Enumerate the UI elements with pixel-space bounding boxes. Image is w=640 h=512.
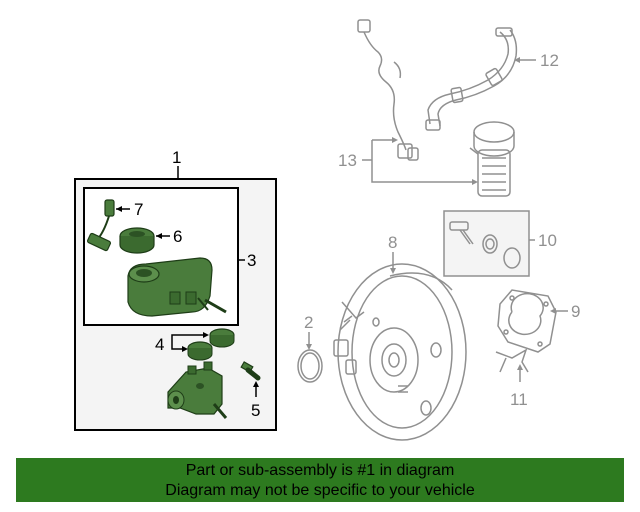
master-cylinder-body[interactable] bbox=[167, 361, 228, 419]
callout-3[interactable]: 3 bbox=[247, 251, 256, 270]
info-banner: Part or sub-assembly is #1 in diagram Di… bbox=[16, 458, 624, 502]
banner-line-2: Diagram may not be specific to your vehi… bbox=[165, 482, 475, 499]
banner-line-1: Part or sub-assembly is #1 in diagram bbox=[185, 462, 455, 479]
reservoir-cap-part-6[interactable] bbox=[119, 227, 155, 254]
vacuum-pump[interactable] bbox=[469, 121, 515, 197]
callout-12[interactable]: 12 bbox=[540, 51, 559, 70]
brake-booster-part-8[interactable] bbox=[333, 263, 467, 441]
seal-part-4-lower[interactable] bbox=[187, 341, 213, 361]
fluid-reservoir[interactable] bbox=[127, 257, 227, 317]
gasket-part-9[interactable] bbox=[497, 289, 557, 353]
wiring-harness-part-13[interactable] bbox=[357, 19, 419, 161]
seal-part-4-upper[interactable] bbox=[209, 328, 235, 348]
parts-diagram: 1 3 7 6 bbox=[74, 19, 580, 441]
callout-2[interactable]: 2 bbox=[304, 313, 313, 332]
assembly-1-group[interactable]: 1 3 7 6 bbox=[74, 148, 277, 431]
callout-6[interactable]: 6 bbox=[173, 227, 182, 246]
clip-part-11[interactable] bbox=[495, 348, 529, 373]
callout-5[interactable]: 5 bbox=[251, 401, 260, 420]
o-ring-part-2[interactable] bbox=[297, 349, 323, 383]
callout-8[interactable]: 8 bbox=[388, 233, 397, 252]
vacuum-hose-part-12[interactable] bbox=[425, 27, 518, 131]
callout-11[interactable]: 11 bbox=[510, 390, 528, 409]
callout-1[interactable]: 1 bbox=[172, 148, 181, 167]
callout-9[interactable]: 9 bbox=[571, 302, 580, 321]
bolt-part-5[interactable] bbox=[240, 361, 261, 381]
callout-13[interactable]: 13 bbox=[338, 151, 357, 170]
callout-10[interactable]: 10 bbox=[538, 231, 557, 250]
callout-7[interactable]: 7 bbox=[134, 200, 143, 219]
sensor-part-7[interactable] bbox=[86, 199, 115, 252]
callout-4[interactable]: 4 bbox=[155, 335, 164, 354]
bolt-rings-part-10[interactable] bbox=[449, 221, 521, 269]
